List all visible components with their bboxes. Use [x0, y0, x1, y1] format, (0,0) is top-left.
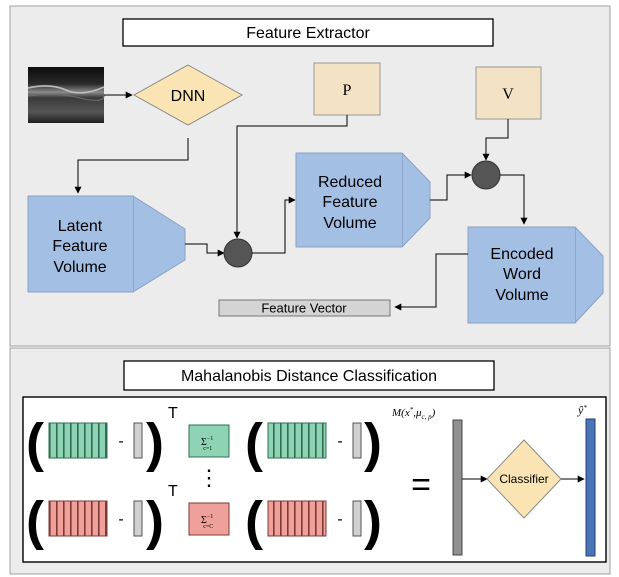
combine-node-2 [471, 160, 501, 190]
v-label: V [502, 86, 514, 103]
green-feature-block-1 [48, 422, 108, 459]
transpose-1: T [168, 405, 178, 422]
output-vector-bar [585, 418, 596, 557]
encoded-label-3: Volume [495, 287, 548, 304]
grey-vector-2a [133, 500, 143, 537]
paren-close-1a: ) [146, 413, 164, 473]
arrow-p-to-node1 [233, 115, 348, 239]
paren-open-1b: ( [245, 413, 263, 473]
grey-vector-2b [352, 500, 362, 537]
grey-vector-1b [352, 422, 362, 459]
red-feature-block-1 [48, 500, 108, 537]
arrow-dnn-to-latent [74, 138, 189, 194]
minus-2b: - [337, 511, 342, 528]
classification-title-box [123, 360, 495, 391]
classifier-label: Classifier [499, 472, 548, 486]
paren-close-2a: ) [146, 491, 164, 551]
latent-label-1: Latent [58, 218, 103, 235]
reduced-label-1: Reduced [318, 174, 382, 191]
minus-1b: - [337, 433, 342, 450]
classifier-diamond [486, 439, 562, 519]
arrow-reduced-to-node2 [430, 171, 472, 201]
feature-extractor-title: Feature Extractor [246, 25, 370, 42]
arrow-v-to-node2 [482, 119, 509, 161]
reduced-label-2: Feature [322, 194, 377, 211]
arrow-latent-to-node1 [185, 243, 225, 257]
classification-title: Mahalanobis Distance Classification [181, 368, 437, 385]
vertical-ellipsis: ⋮ [198, 465, 220, 490]
reduced-label-3: Volume [323, 215, 376, 232]
encoded-label-2: Word [503, 266, 541, 283]
output-label: ŷ* [577, 403, 587, 417]
arrow-node1-to-reduced [252, 196, 296, 254]
feature-vector-label: Feature Vector [261, 301, 347, 316]
minus-2a: - [118, 511, 123, 528]
transpose-2: T [168, 483, 178, 500]
sigma-box-red [188, 502, 230, 536]
ultrasound-image [27, 67, 105, 123]
combine-node-1 [223, 238, 253, 268]
distance-vector-bar [452, 419, 463, 556]
minus-1a: - [118, 433, 123, 450]
encoded-label-1: Encoded [490, 246, 553, 263]
latent-label-3: Volume [53, 259, 106, 276]
paren-open-2a: ( [26, 491, 44, 551]
feature-vector-bar [218, 299, 391, 317]
paren-close-2b: ) [364, 491, 382, 551]
dnn-label: DNN [171, 88, 206, 105]
p-box [313, 62, 381, 116]
green-feature-block-2 [267, 422, 327, 459]
feature-extractor-title-box [122, 18, 494, 47]
p-label: P [343, 82, 352, 99]
equals-sign: = [411, 466, 431, 504]
grey-vector-1a [133, 422, 143, 459]
latent-label-2: Feature [52, 238, 107, 255]
red-feature-block-2 [267, 500, 327, 537]
paren-close-1b: ) [364, 413, 382, 473]
mahalanobis-label: M(x*,μc, p) [391, 406, 436, 421]
dnn-diamond [132, 64, 244, 126]
paren-open-2b: ( [245, 491, 263, 551]
v-box [475, 66, 542, 120]
arrow-node2-to-encoded [500, 174, 528, 225]
arrow-encoded-to-vector [394, 253, 468, 311]
paren-open-1a: ( [26, 413, 44, 473]
sigma-box-green [188, 424, 230, 458]
